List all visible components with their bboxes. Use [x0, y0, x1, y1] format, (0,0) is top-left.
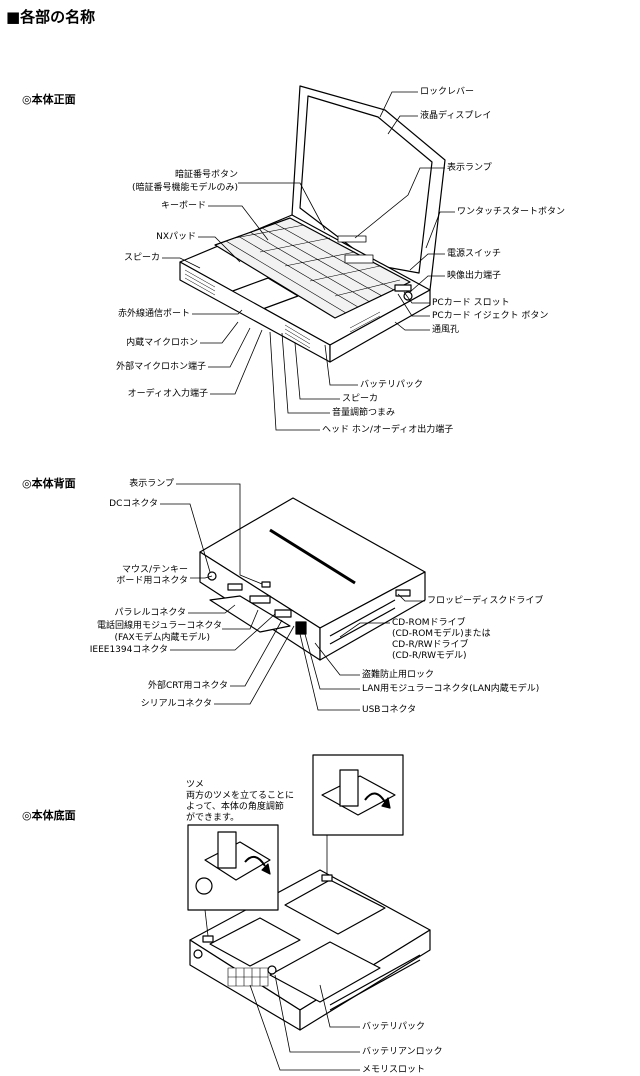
back-laptop-illustration: [199, 497, 426, 661]
label-security-lock: 盗難防止用ロック: [362, 670, 435, 680]
label-external-crt: 外部CRT用コネクタ: [147, 681, 228, 691]
label-power-switch: 電源スイッチ: [447, 249, 502, 259]
label-pin-button-note: (暗証番号機能モデルのみ): [131, 183, 238, 193]
label-audio-in: オーディオ入力端子: [127, 389, 208, 399]
bottom-laptop-illustration: [187, 754, 431, 1031]
label-cdrom-line3: CD-R/RWドライブ: [392, 640, 469, 650]
label-onetouch-start-button: ワンタッチスタートボタン: [457, 207, 566, 217]
label-mouse-connector-line1: マウス/テンキー: [121, 565, 188, 575]
label-tab-note-line4: ができます。: [186, 813, 240, 823]
label-indicator-lamp-front: 表示ランプ: [447, 163, 492, 173]
label-battery-unlock: バッテリアンロック: [362, 1047, 443, 1057]
label-external-mic: 外部マイクロホン端子: [116, 362, 206, 372]
label-internal-mic: 内蔵マイクロホン: [126, 338, 198, 348]
label-indicator-lamp-back: 表示ランプ: [129, 479, 174, 489]
label-keyboard: キーボード: [160, 201, 206, 211]
label-lock-lever: ロックレバー: [420, 87, 475, 97]
label-serial-connector: シリアルコネクタ: [140, 699, 212, 709]
label-mouse-connector-line2: ボード用コネクタ: [116, 576, 188, 586]
page-title: ■各部の名称: [6, 8, 96, 26]
label-pin-button: 暗証番号ボタン: [174, 170, 238, 180]
label-floppy-drive: フロッピーディスクドライブ: [427, 596, 544, 606]
label-lan-connector: LAN用モジュラーコネクタ(LAN内蔵モデル): [362, 684, 540, 694]
front-laptop-illustration: [179, 85, 446, 363]
label-cdrom-line1: CD-ROMドライブ: [392, 618, 466, 628]
label-pc-card-slot: PCカード スロット: [432, 298, 510, 308]
label-battery-pack-bottom: バッテリパック: [362, 1022, 426, 1032]
label-modem-line1: 電話回線用モジュラーコネクタ: [96, 621, 222, 631]
label-pc-card-eject: PCカード イジェクト ボタン: [432, 311, 549, 321]
label-vent: 通風孔: [432, 325, 460, 335]
label-parallel-connector: パラレルコネクタ: [114, 608, 186, 618]
label-battery-pack-front: バッテリパック: [360, 380, 424, 390]
label-tab-note-line2: 両方のツメを立てることに: [186, 791, 295, 801]
label-volume-knob: 音量調節つまみ: [332, 408, 396, 418]
label-memory-slot: メモリスロット: [362, 1065, 426, 1075]
label-speaker-left: スピーカ: [123, 253, 160, 263]
label-dc-connector: DCコネクタ: [109, 499, 158, 509]
label-nx-pad: NXパッド: [156, 232, 196, 242]
label-tab-note-line1: ツメ: [186, 780, 205, 790]
label-infrared-port: 赤外線通信ポート: [117, 309, 190, 319]
section-heading-front: ◎本体正面: [22, 93, 76, 106]
label-speaker-right: スピーカ: [342, 394, 379, 404]
label-lcd: 液晶ディスプレイ: [420, 111, 492, 121]
section-heading-back: ◎本体背面: [22, 477, 76, 490]
label-modem-line2: (FAXモデム内蔵モデル): [114, 633, 210, 643]
label-video-out: 映像出力端子: [447, 271, 502, 281]
label-ieee1394: IEEE1394コネクタ: [89, 645, 168, 655]
section-heading-bottom: ◎本体底面: [22, 809, 76, 822]
label-tab-note-line3: よって、本体の角度調節: [186, 802, 284, 812]
label-cdrom-line4: (CD-R/RWモデル): [392, 651, 467, 661]
label-usb-connector: USBコネクタ: [362, 705, 417, 715]
label-cdrom-line2: (CD-ROMモデル)または: [392, 629, 491, 639]
label-headphone-jack: ヘッド ホン/オーディオ出力端子: [322, 425, 454, 435]
